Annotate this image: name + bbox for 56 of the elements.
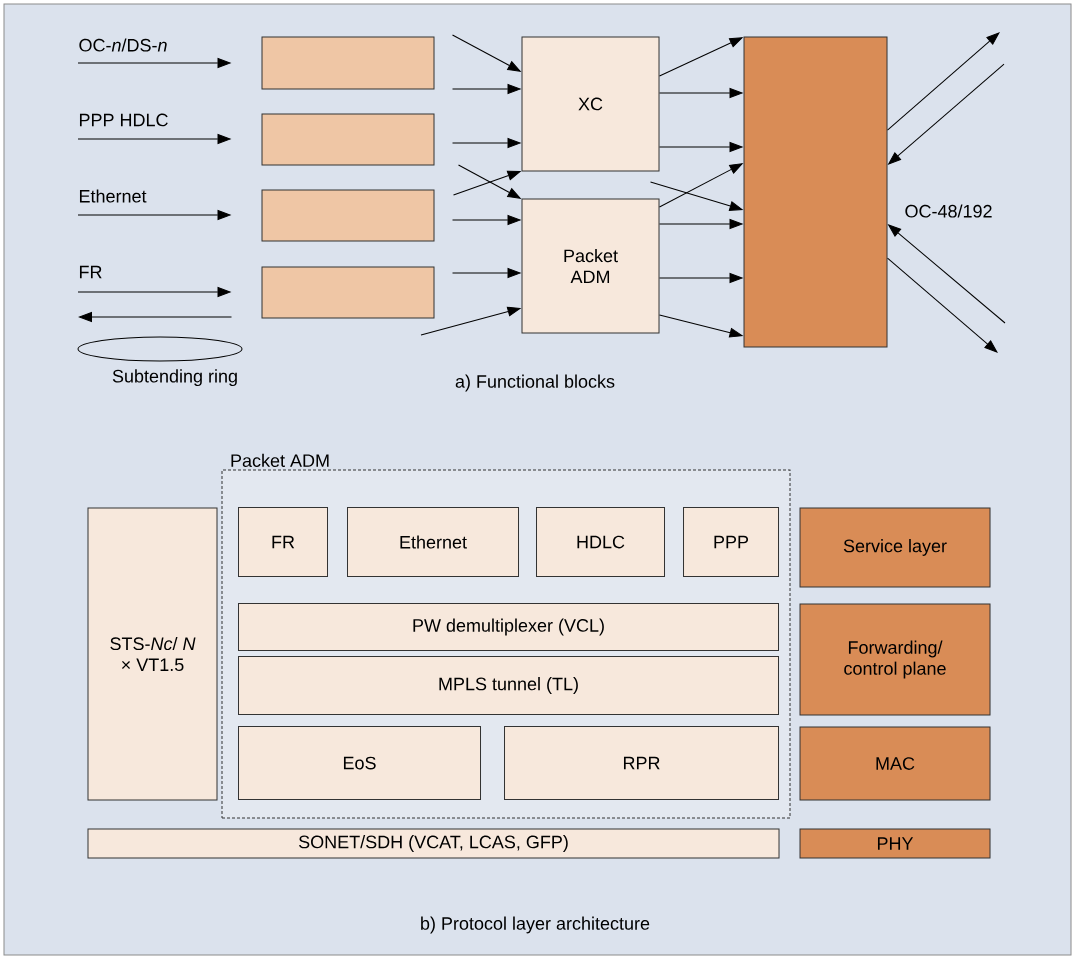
- arrow: [452, 34, 521, 72]
- block: [261, 266, 435, 319]
- signal-label: OC-n/DS-n: [79, 38, 167, 52]
- layer-box: STS-Nc/ N × VT1.5: [87, 507, 218, 801]
- layer-box: SONET/SDH (VCAT, LCAS, GFP): [87, 828, 780, 859]
- layer-box: Service layer: [799, 507, 991, 588]
- arrow: [420, 306, 521, 336]
- arrow: [650, 181, 743, 211]
- block: [261, 189, 435, 242]
- block: [261, 36, 435, 90]
- ring-ellipse: [77, 336, 243, 362]
- arrow: [659, 142, 743, 152]
- layer-box: PW demultiplexer (VCL): [238, 603, 779, 651]
- layer-box: MAC: [799, 726, 991, 801]
- arrow: [458, 164, 521, 199]
- arrow: [887, 32, 1000, 131]
- signal-label: FR: [80, 265, 102, 279]
- layer-box: MPLS tunnel (TL): [238, 656, 779, 715]
- layer-box: PHY: [799, 828, 991, 859]
- arrow: [888, 63, 1005, 165]
- layer-box: FR: [238, 507, 328, 577]
- signal-label: PPP HDLC: [80, 113, 168, 127]
- block: [261, 113, 435, 166]
- arrow: [453, 170, 521, 196]
- signal-label: Ethernet: [80, 189, 147, 203]
- arrow: [659, 37, 743, 77]
- arrow: [77, 58, 231, 68]
- node-label: Subtending ring: [112, 369, 237, 387]
- caption: b) Protocol layer architecture: [421, 916, 650, 934]
- arrow: [452, 138, 521, 148]
- arrow: [79, 312, 232, 322]
- arrow: [888, 224, 1006, 324]
- block: [743, 36, 888, 348]
- arrow: [77, 134, 231, 144]
- caption: a) Functional blocks: [455, 374, 615, 392]
- arrow: [659, 314, 743, 338]
- layer-box: PPP: [683, 507, 779, 577]
- layer-box: EoS: [238, 726, 481, 800]
- layer-box: HDLC: [536, 507, 665, 577]
- block: Packet ADM: [521, 198, 660, 334]
- block: XC: [521, 36, 660, 172]
- arrow: [77, 210, 231, 220]
- layer-box: Forwarding/ control plane: [799, 603, 991, 716]
- arrow: [452, 268, 521, 278]
- arrow: [77, 287, 231, 297]
- arrow: [659, 88, 743, 98]
- arrow: [659, 273, 743, 283]
- arrow: [659, 163, 743, 208]
- layer-box: RPR: [504, 726, 779, 800]
- signal-label: OC-48/192: [905, 204, 992, 218]
- arrow: [887, 257, 998, 353]
- arrow: [659, 219, 743, 229]
- arrow: [452, 84, 521, 94]
- node-label: Packet ADM: [231, 453, 329, 467]
- arrow: [452, 215, 521, 225]
- layer-box: Ethernet: [347, 507, 519, 577]
